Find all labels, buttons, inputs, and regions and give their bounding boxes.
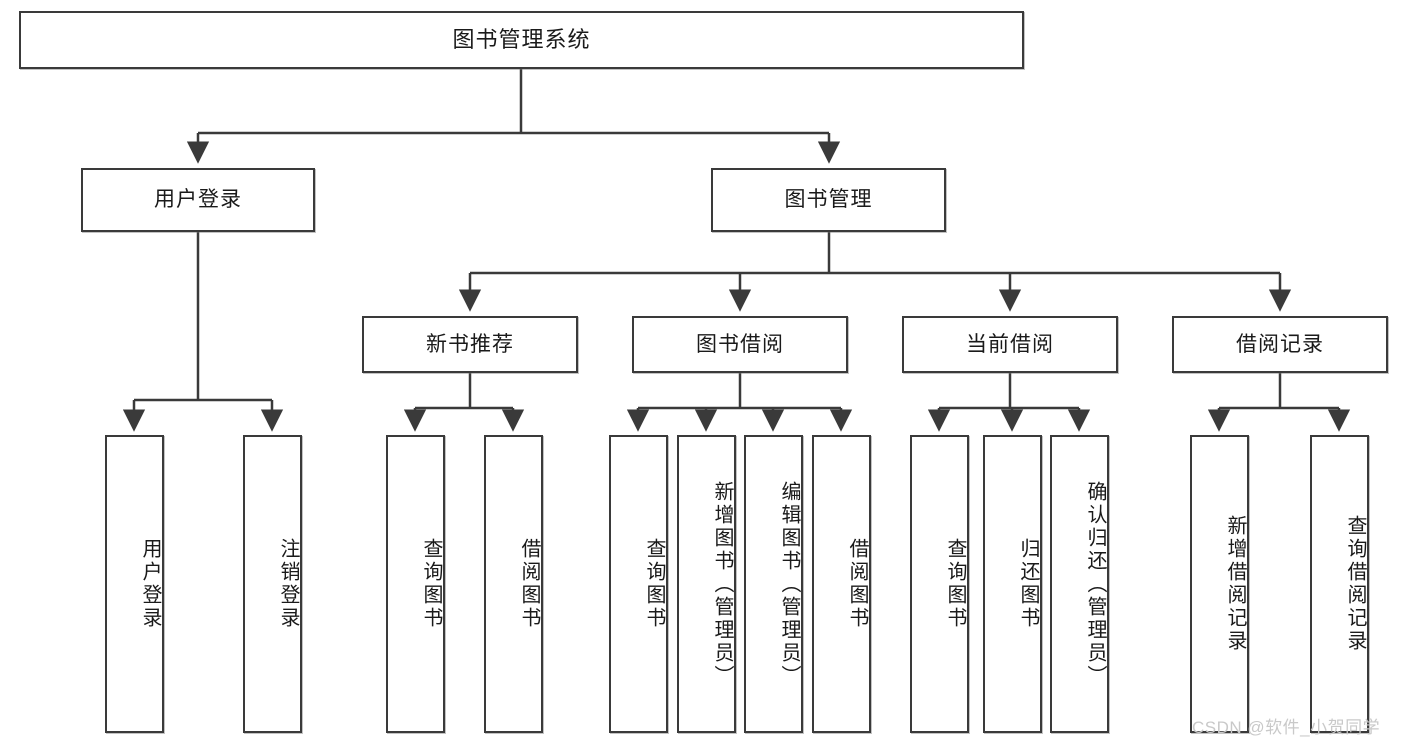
leaf-query-book-newbook[interactable]: 查询图书	[386, 435, 445, 733]
leaf-query-book-borrow[interactable]: 查询图书	[609, 435, 668, 733]
leaf-add-book-admin[interactable]: 新增图书（管理员）	[677, 435, 736, 733]
csdn-watermark: CSDN @软件_小贺同学	[1192, 718, 1381, 737]
node-current-borrow[interactable]: 当前借阅	[902, 316, 1118, 373]
leaf-return-book[interactable]: 归还图书	[983, 435, 1042, 733]
node-user-login[interactable]: 用户登录	[81, 168, 315, 232]
leaf-confirm-return-admin[interactable]: 确认归还（管理员）	[1050, 435, 1109, 733]
node-book-management[interactable]: 图书管理	[711, 168, 946, 232]
leaf-edit-book-admin[interactable]: 编辑图书（管理员）	[744, 435, 803, 733]
leaf-query-borrow-record[interactable]: 查询借阅记录	[1310, 435, 1369, 733]
leaf-user-login[interactable]: 用户登录	[105, 435, 164, 733]
node-new-book-recommend[interactable]: 新书推荐	[362, 316, 578, 373]
node-borrow-record[interactable]: 借阅记录	[1172, 316, 1388, 373]
node-book-borrow[interactable]: 图书借阅	[632, 316, 848, 373]
leaf-borrow-book[interactable]: 借阅图书	[812, 435, 871, 733]
leaf-user-logout[interactable]: 注销登录	[243, 435, 302, 733]
leaf-borrow-book-newbook[interactable]: 借阅图书	[484, 435, 543, 733]
leaf-add-borrow-record[interactable]: 新增借阅记录	[1190, 435, 1249, 733]
node-root[interactable]: 图书管理系统	[19, 11, 1024, 69]
leaf-query-book-current[interactable]: 查询图书	[910, 435, 969, 733]
